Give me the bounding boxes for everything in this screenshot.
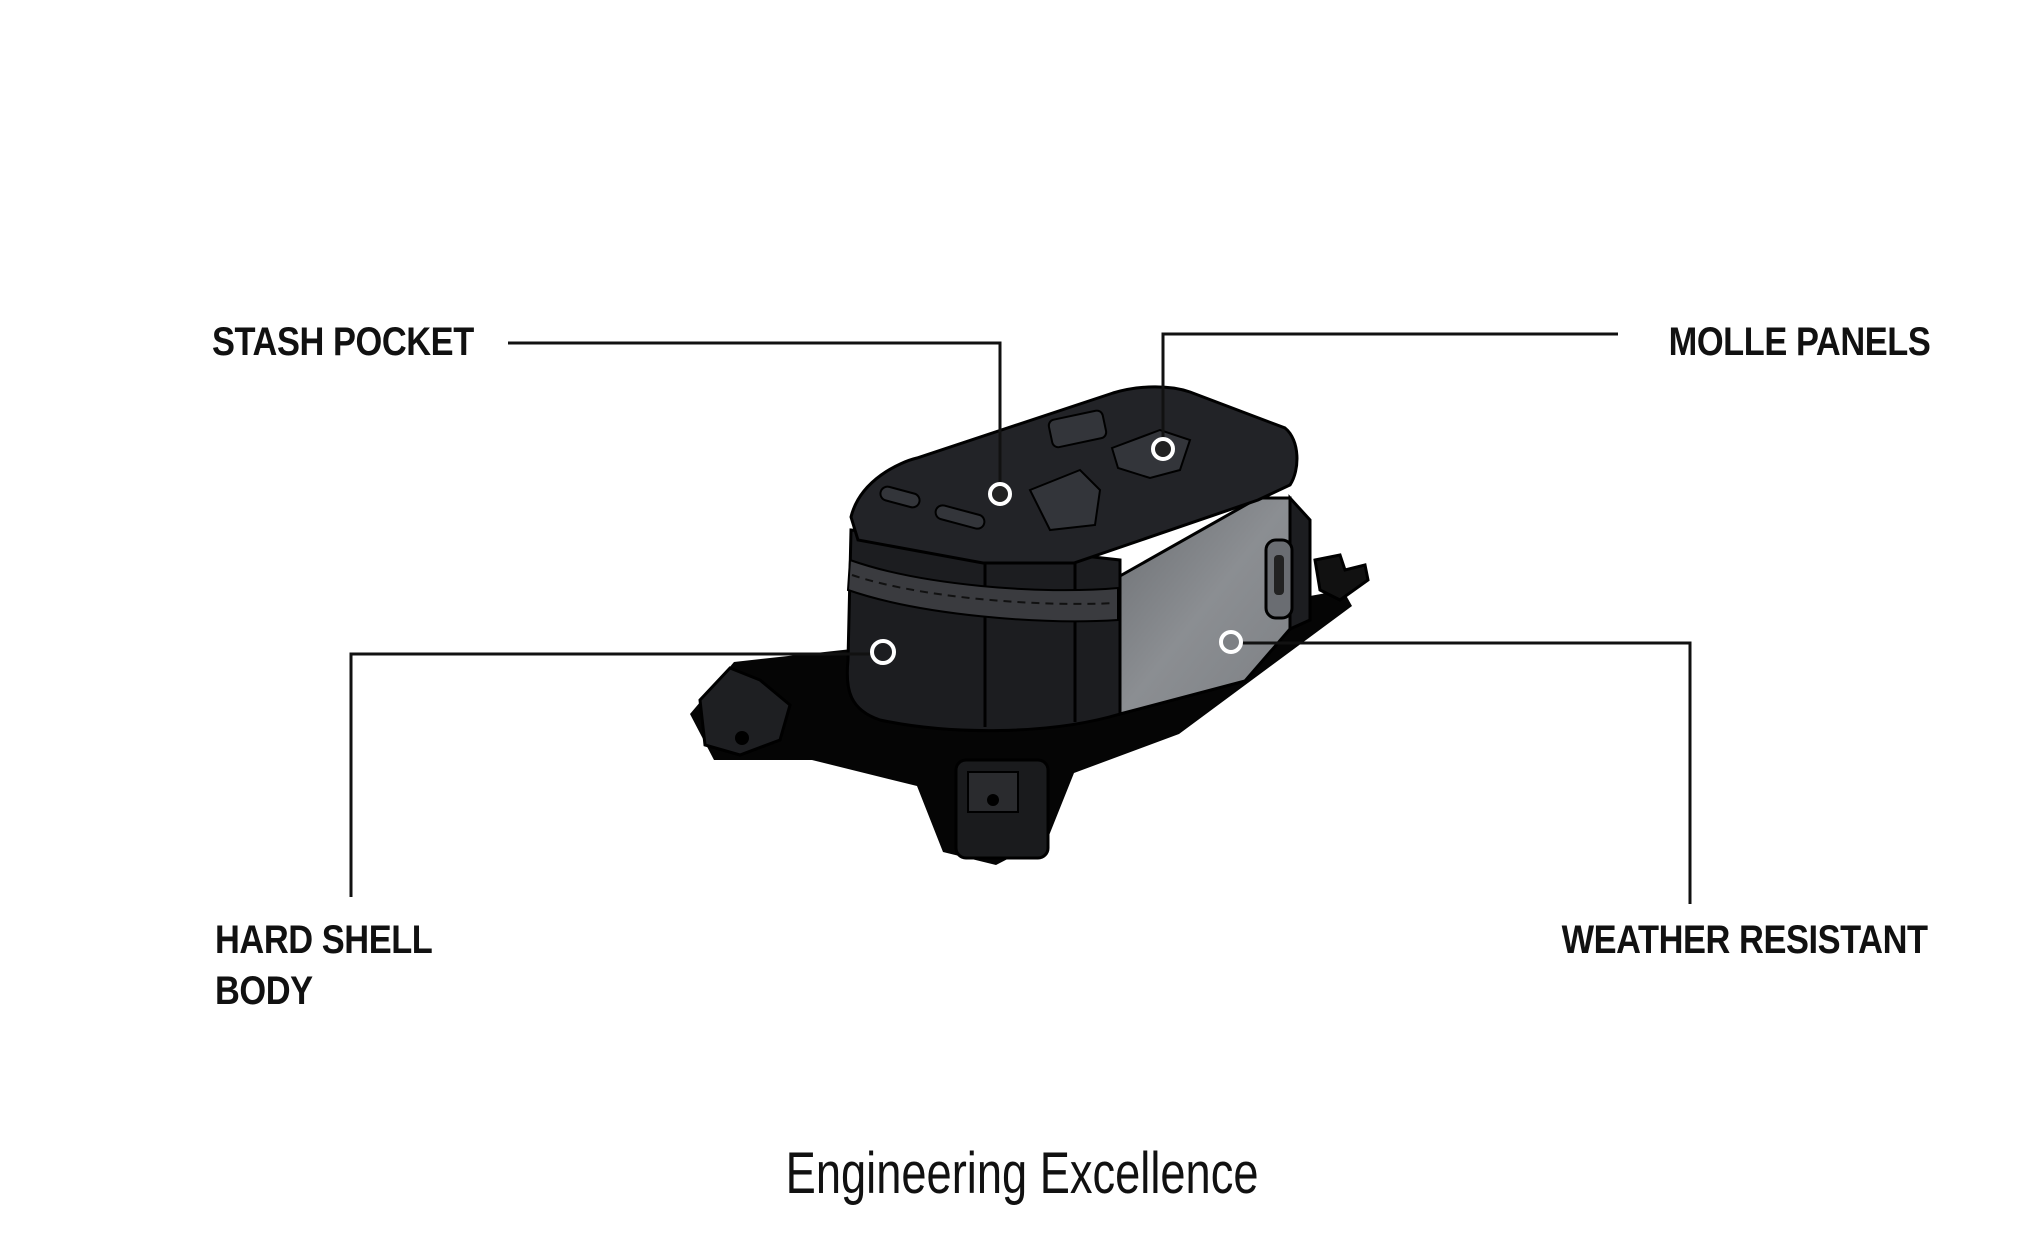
callout-stash-pocket: STASH POCKET <box>212 320 474 364</box>
stash-pocket-flap <box>1028 468 1102 532</box>
stash-pocket-dot <box>988 482 1012 506</box>
callout-dots <box>870 437 1243 665</box>
right-clip <box>1313 553 1370 602</box>
leader-lines <box>349 332 1692 904</box>
hard-shell-dot <box>870 639 896 665</box>
weather-resistant-dot <box>1219 630 1243 654</box>
callout-hard-shell: HARD SHELL <box>215 918 433 962</box>
page-title: Engineering Excellence <box>0 1140 2044 1207</box>
title-text: Engineering Excellence <box>785 1141 1259 1206</box>
molle-panels-dot <box>1151 437 1175 461</box>
callout-hard-shell-body: BODY <box>215 969 313 1013</box>
callout-molle-panels: MOLLE PANELS <box>1668 320 1930 364</box>
callout-weather-resistant: WEATHER RESISTANT <box>1562 918 1928 962</box>
strap-band <box>846 558 1119 623</box>
left-buckle-icon <box>698 666 792 757</box>
